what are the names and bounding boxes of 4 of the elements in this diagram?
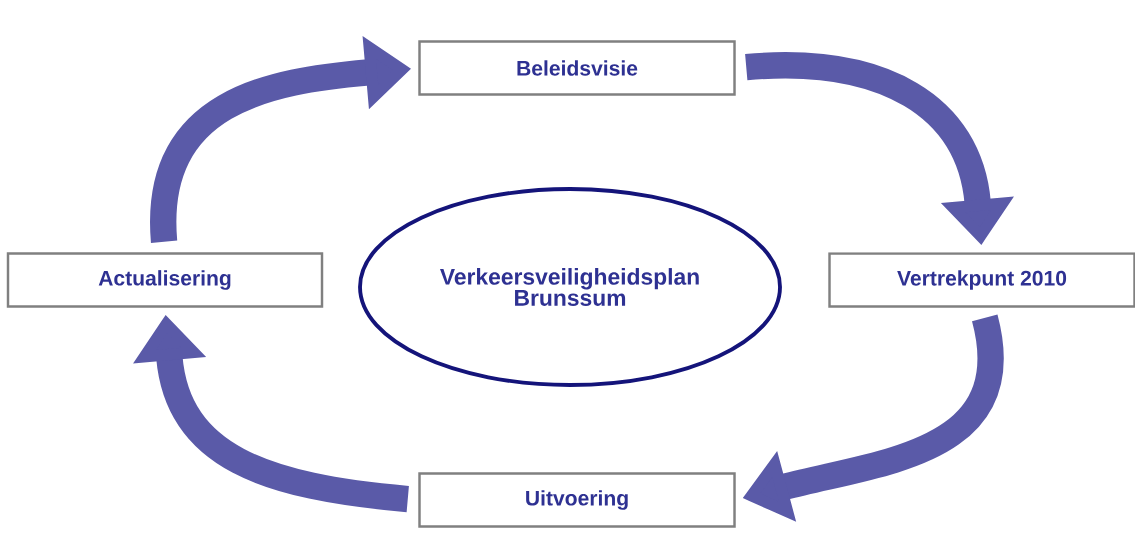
process-box: Actualisering	[6, 252, 324, 308]
process-box: Uitvoering	[418, 472, 736, 528]
process-box: Beleidsvisie	[418, 40, 736, 96]
process-box: Vertrekpunt 2010	[828, 252, 1135, 308]
